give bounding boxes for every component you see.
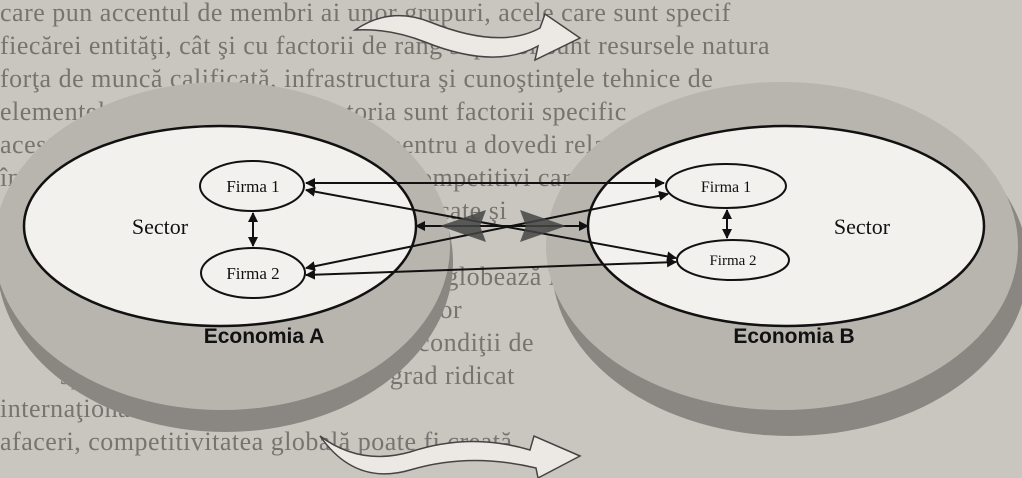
- economy-a-firm-1: [199, 160, 305, 212]
- sector-link-head-left: [440, 210, 486, 242]
- economy-a-group: Firma 1 Firma 2 Sector Economia A: [0, 82, 453, 432]
- link-firm2a-firm1b: [305, 190, 669, 272]
- economy-b-firm-2: [676, 239, 790, 281]
- economy-b-group: Firma 1 Firma 2 Sector Economia B: [546, 82, 1022, 436]
- bottom-curved-arrow: [319, 434, 582, 478]
- link-firm2-firm2: [305, 257, 677, 280]
- economy-a-sector-label: Sector: [132, 214, 189, 239]
- economy-b-title: Economia B: [733, 325, 854, 348]
- economy-a-firm-2: [200, 247, 306, 299]
- top-curved-arrow: [352, 12, 582, 62]
- economy-b-firm-1-label: Firma 1: [701, 179, 751, 196]
- economy-a-firm-2-label: Firma 2: [226, 264, 279, 283]
- economy-b-sector: [586, 124, 986, 328]
- sector-link-head-right: [520, 210, 566, 242]
- economy-a-title: Economia A: [204, 325, 325, 348]
- bg-line: forţa de muncă calificată, infrastructur…: [0, 64, 714, 93]
- economy-b-sector-label: Sector: [834, 214, 891, 239]
- economy-a-firm-1-label: Firma 1: [226, 177, 279, 196]
- economy-a-sector: [22, 124, 418, 328]
- economy-b-firm-2-label: Firma 2: [709, 253, 756, 269]
- bg-line: fiecărei entităţi, cât şi cu factorii de…: [0, 31, 771, 60]
- bg-line: care pun accentul de membri ai unor grup…: [0, 0, 731, 27]
- economy-b-firm-1: [665, 163, 787, 209]
